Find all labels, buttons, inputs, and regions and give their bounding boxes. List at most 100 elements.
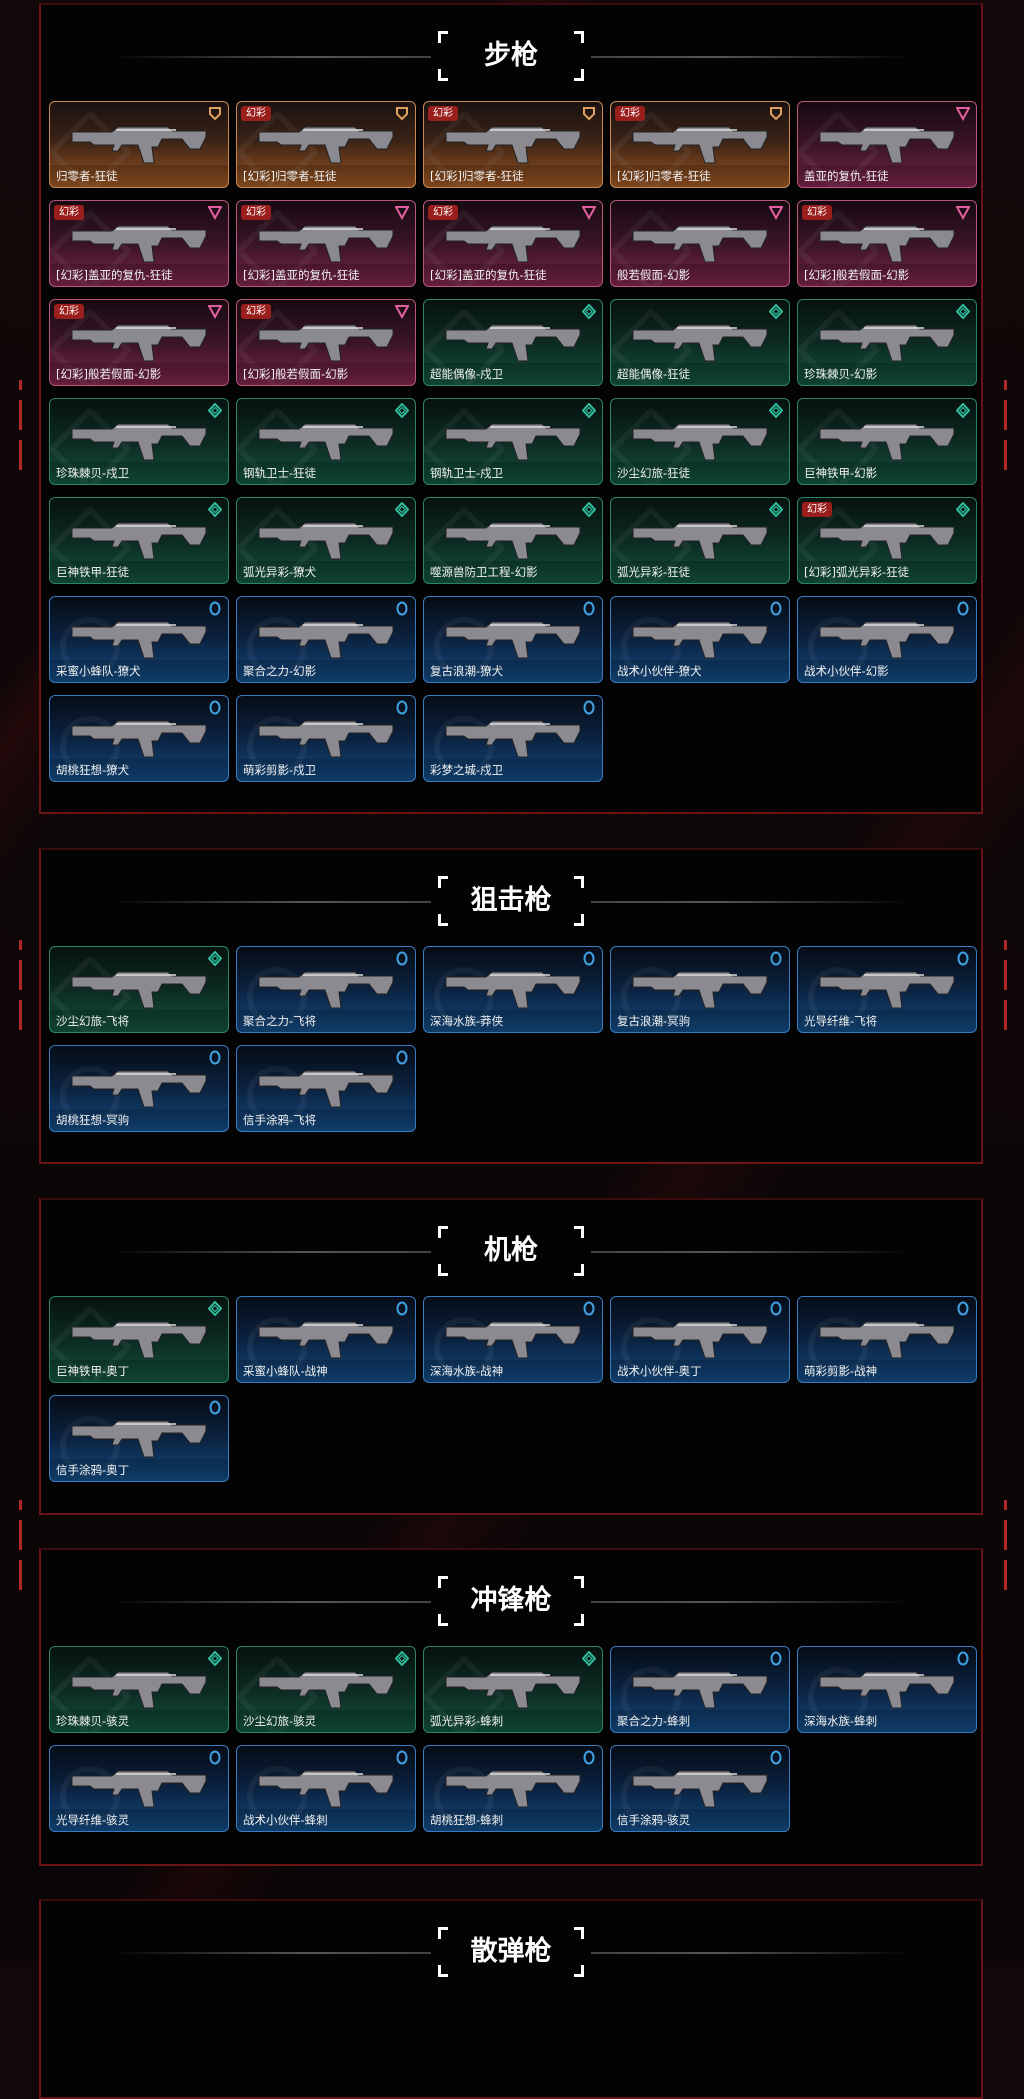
card-background-emblem [247,1066,307,1126]
skin-card[interactable]: 噬源兽防卫工程-幻影 [423,497,603,584]
skin-card[interactable]: 胡桃狂想-獠犬 [49,695,229,782]
skin-card[interactable]: 幻彩 [幻彩]归零者-狂徒 [236,101,416,188]
skin-card[interactable]: 超能偶像-狂徒 [610,299,790,386]
skin-card[interactable]: 珍珠棘贝-骇灵 [49,1646,229,1733]
skin-name: [幻彩]盖亚的复仇-狂徒 [237,264,415,286]
weapon-image [631,1311,771,1361]
weapon-image [444,710,584,760]
skin-card[interactable]: 沙尘幻旅-狂徒 [610,398,790,485]
weapon-image [70,314,210,364]
ring-icon [769,601,783,616]
skin-card[interactable]: 幻彩 [幻彩]般若假面-幻影 [49,299,229,386]
weapon-image [257,314,397,364]
weapon-image [444,961,584,1011]
section-header: 狙击枪 [41,876,981,926]
skin-card[interactable]: 幻彩 [幻彩]盖亚的复仇-狂徒 [423,200,603,287]
ring-icon [582,700,596,715]
skin-card[interactable]: 幻彩 [幻彩]般若假面-幻影 [236,299,416,386]
skin-card[interactable]: 光导纤维-飞将 [797,946,977,1033]
skin-name: 采蜜小蜂队-獠犬 [50,660,228,682]
skin-card[interactable]: 幻彩 [幻彩]般若假面-幻影 [797,200,977,287]
weapon-image [70,611,210,661]
skin-card[interactable]: 归零者-狂徒 [49,101,229,188]
skin-card[interactable]: 战术小伙伴-幻影 [797,596,977,683]
skin-card[interactable]: 沙尘幻旅-骇灵 [236,1646,416,1733]
diamond-icon [955,501,971,518]
card-background-emblem [621,1317,681,1377]
skin-card[interactable]: 胡桃狂想-冥驹 [49,1045,229,1132]
triangle-icon [207,304,223,320]
skin-card[interactable]: 采蜜小蜂队-獠犬 [49,596,229,683]
skin-card[interactable]: 战术小伙伴-蜂刺 [236,1745,416,1832]
skin-card[interactable]: 幻彩 [幻彩]归零者-狂徒 [423,101,603,188]
skin-name: 深海水族-莽侠 [424,1010,602,1032]
skin-card[interactable]: 幻彩 [幻彩]归零者-狂徒 [610,101,790,188]
skin-card[interactable]: 盖亚的复仇-狂徒 [797,101,977,188]
ring-icon [769,1651,783,1666]
skin-name: 超能偶像-狂徒 [611,363,789,385]
skin-card[interactable]: 复古浪潮-獠犬 [423,596,603,683]
divider [111,1251,431,1253]
card-background-emblem [247,617,307,677]
card-background-emblem [247,1766,307,1826]
skin-name: [幻彩]般若假面-幻影 [50,363,228,385]
skin-card[interactable]: 采蜜小蜂队-战神 [236,1296,416,1383]
skin-card[interactable]: 巨神铁甲-狂徒 [49,497,229,584]
skin-card[interactable]: 弧光异彩-獠犬 [236,497,416,584]
skin-name: [幻彩]般若假面-幻影 [798,264,976,286]
section-shotgun: 散弹枪 [39,1899,983,2099]
skin-card[interactable]: 彩梦之城-戍卫 [423,695,603,782]
skin-card[interactable]: 深海水族-战神 [423,1296,603,1383]
skin-card[interactable]: 深海水族-蜂刺 [797,1646,977,1733]
ring-icon [956,601,970,616]
skin-card[interactable]: 聚合之力-蜂刺 [610,1646,790,1733]
skin-card[interactable]: 信手涂鸦-飞将 [236,1045,416,1132]
triangle-icon [768,205,784,221]
ring-icon [208,1400,222,1415]
skin-card[interactable]: 萌彩剪影-战神 [797,1296,977,1383]
skin-card[interactable]: 般若假面-幻影 [610,200,790,287]
skin-name: 巨神铁甲-幻影 [798,462,976,484]
skin-card[interactable]: 巨神铁甲-奥丁 [49,1296,229,1383]
skin-card[interactable]: 光导纤维-骇灵 [49,1745,229,1832]
skin-card[interactable]: 战术小伙伴-獠犬 [610,596,790,683]
ring-icon [582,1750,596,1765]
divider [111,1952,431,1954]
weapon-image [444,413,584,463]
skin-name: 胡桃狂想-獠犬 [50,759,228,781]
skin-card[interactable]: 聚合之力-飞将 [236,946,416,1033]
skin-name: 复古浪潮-獠犬 [424,660,602,682]
diamond-icon [768,303,784,320]
section-header: 机枪 [41,1226,981,1276]
skin-card[interactable]: 聚合之力-幻影 [236,596,416,683]
skin-card[interactable]: 钢轨卫士-狂徒 [236,398,416,485]
skin-card[interactable]: 幻彩 [幻彩]盖亚的复仇-狂徒 [236,200,416,287]
skin-card[interactable]: 巨神铁甲-幻影 [797,398,977,485]
skin-card[interactable]: 萌彩剪影-戍卫 [236,695,416,782]
skin-card[interactable]: 珍珠棘贝-戍卫 [49,398,229,485]
skin-name: 归零者-狂徒 [50,165,228,187]
divider [591,1952,911,1954]
weapon-image [257,1311,397,1361]
triangle-icon [394,205,410,221]
weapon-image [70,512,210,562]
skin-card[interactable]: 幻彩 [幻彩]盖亚的复仇-狂徒 [49,200,229,287]
skin-card[interactable]: 沙尘幻旅-飞将 [49,946,229,1033]
card-background-emblem [808,617,868,677]
skin-card[interactable]: 胡桃狂想-蜂刺 [423,1745,603,1832]
skin-card[interactable]: 战术小伙伴-奥丁 [610,1296,790,1383]
skin-name: 聚合之力-飞将 [237,1010,415,1032]
skin-card[interactable]: 幻彩 [幻彩]弧光异彩-狂徒 [797,497,977,584]
skin-card[interactable]: 超能偶像-戍卫 [423,299,603,386]
ring-icon [769,1750,783,1765]
skin-card[interactable]: 弧光异彩-狂徒 [610,497,790,584]
skin-card[interactable]: 信手涂鸦-奥丁 [49,1395,229,1482]
skin-card[interactable]: 弧光异彩-蜂刺 [423,1646,603,1733]
skin-card[interactable]: 信手涂鸦-骇灵 [610,1745,790,1832]
bracket-frame: 步枪 [438,31,584,81]
skin-card[interactable]: 珍珠棘贝-幻影 [797,299,977,386]
weapon-image [70,413,210,463]
skin-card[interactable]: 钢轨卫士-戍卫 [423,398,603,485]
skin-card[interactable]: 深海水族-莽侠 [423,946,603,1033]
skin-card[interactable]: 复古浪潮-冥驹 [610,946,790,1033]
